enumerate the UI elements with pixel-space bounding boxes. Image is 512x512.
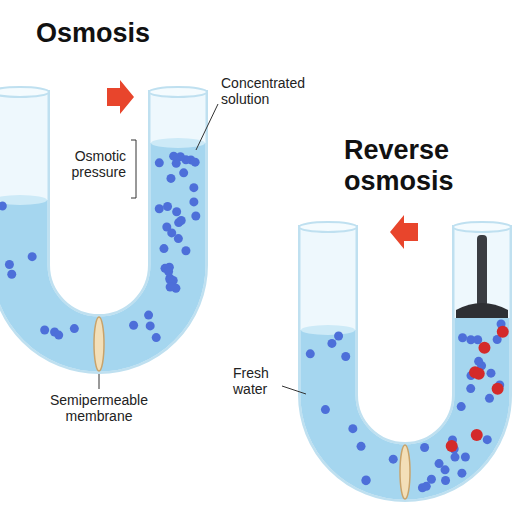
molecule [450, 453, 459, 462]
callout-label: Semipermeable membrane [34, 392, 164, 424]
molecule [321, 405, 330, 414]
callout-label: Concentrated solution [221, 75, 339, 107]
molecule [492, 383, 504, 395]
molecule [389, 455, 398, 464]
molecule [441, 476, 450, 485]
leader-line [99, 374, 100, 389]
molecule [167, 228, 176, 237]
membrane [94, 317, 104, 371]
molecule [357, 442, 366, 451]
flow-arrow [107, 80, 134, 114]
membrane [400, 445, 410, 499]
title: Osmosis [36, 18, 150, 49]
molecule [483, 435, 492, 444]
molecule [163, 202, 172, 211]
molecule [189, 183, 198, 192]
molecule [485, 394, 494, 403]
molecule [152, 333, 161, 342]
molecule [5, 260, 14, 269]
molecule [7, 270, 16, 279]
molecule [473, 335, 482, 344]
leader-line [282, 386, 306, 394]
molecule [172, 207, 181, 216]
molecule [457, 402, 466, 411]
molecule [169, 152, 178, 161]
molecule [54, 331, 63, 340]
molecule [473, 368, 485, 380]
bracket [131, 140, 136, 198]
flow-arrow [390, 215, 418, 249]
molecule [174, 218, 183, 227]
reverse-osmosis-tube [299, 222, 511, 499]
piston-rod [477, 235, 487, 307]
molecule [166, 283, 175, 292]
molecule [466, 384, 475, 393]
molecule [458, 333, 467, 342]
leader-line [196, 104, 218, 150]
osmosis-tube [0, 87, 207, 371]
molecule [155, 204, 164, 213]
molecule [144, 311, 153, 320]
molecule [341, 352, 350, 361]
molecule [361, 476, 370, 485]
molecule [427, 475, 436, 484]
section-heading: Reverse osmosis [344, 135, 504, 197]
molecule [441, 465, 450, 474]
molecule [327, 339, 336, 348]
molecule [348, 424, 357, 433]
molecule [191, 158, 200, 167]
molecule [471, 429, 483, 441]
molecule [129, 321, 138, 330]
molecule [362, 475, 371, 484]
molecule [191, 212, 200, 221]
molecule [446, 440, 458, 452]
molecule [497, 326, 509, 338]
molecule [334, 332, 343, 341]
callout-label: Fresh water [233, 365, 289, 397]
molecule [0, 202, 7, 211]
molecule [166, 174, 175, 183]
molecule [461, 453, 470, 462]
molecule [179, 168, 188, 177]
molecule [70, 324, 79, 333]
molecule [420, 443, 429, 452]
molecule [146, 321, 155, 330]
molecule [306, 349, 315, 358]
molecule [457, 469, 466, 478]
molecule [181, 246, 190, 255]
molecule [189, 197, 198, 206]
molecule [478, 342, 490, 354]
molecule [40, 325, 49, 334]
callout-label: Osmotic pressure [48, 148, 126, 180]
molecule [164, 267, 173, 276]
piston [456, 303, 508, 318]
molecule [486, 369, 495, 378]
molecule [474, 357, 483, 366]
molecule [155, 158, 164, 167]
molecule [28, 252, 37, 261]
molecule [159, 244, 168, 253]
